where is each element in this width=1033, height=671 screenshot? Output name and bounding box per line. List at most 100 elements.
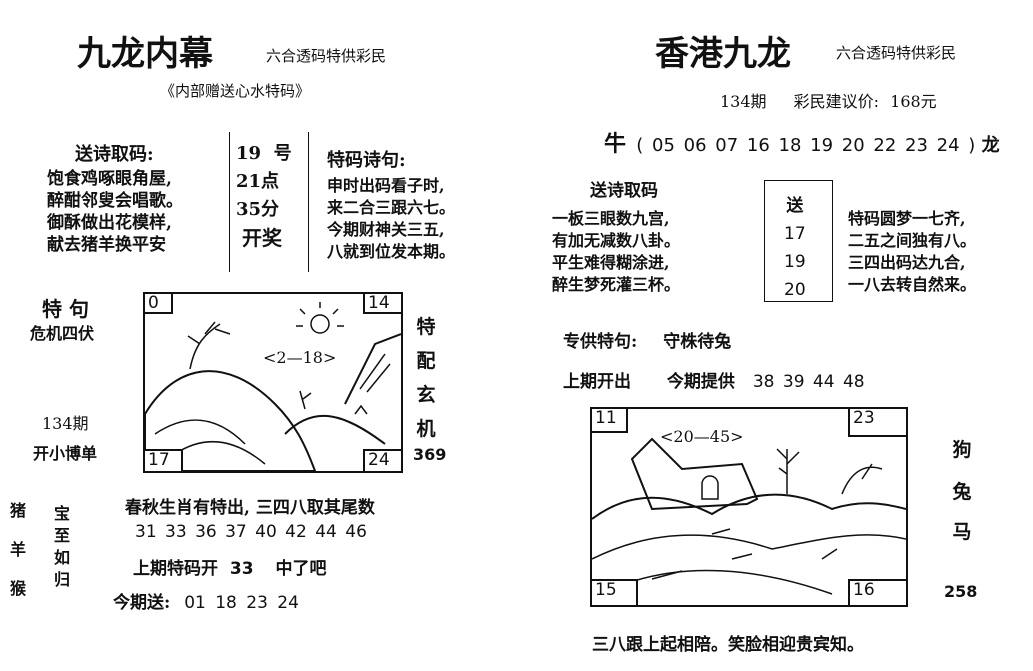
right-poem-line: 一板三眼数九宫, <box>552 209 670 228</box>
left-divider-1 <box>229 132 230 272</box>
left-title: 九龙内幕 <box>77 34 213 74</box>
ox-numbers: ( 05 06 07 16 18 19 20 22 23 24 ) <box>636 135 976 156</box>
draw-info: 19 号 21点 35分 开奖 <box>236 140 292 252</box>
left-picture-frame: 0 14 17 24 <2—18> <box>143 292 403 473</box>
ox-line: 牛 ( 05 06 07 16 18 19 20 22 23 24 ) 龙 <box>604 126 1000 158</box>
bet-note: 开小博单 <box>33 444 98 463</box>
left-slogan: 六合透码特供彩民 <box>266 47 387 65</box>
left-poem-line: 御酥做出花模样, <box>47 213 172 233</box>
right-verse-line: 特码圆梦一七齐, <box>848 209 966 228</box>
left-verse: 申时出码看子时, 来二合三跟六七。 今期财神关三五, 八就到位发本期。 <box>327 175 455 263</box>
left-verse-line: 八就到位发本期。 <box>327 242 456 261</box>
hint-numbers: 31 33 36 37 40 42 44 46 <box>135 522 367 542</box>
right-footer: 三八跟上起相陪。笑脸相迎贵宾知。 <box>592 635 864 655</box>
right-poem-line: 平生难得糊涂进, <box>552 253 670 272</box>
right-poem-line: 醉生梦死灌三杯。 <box>552 275 681 294</box>
right-picture-frame: 11 23 15 16 <20—45> <box>590 407 908 607</box>
treasure-char: 至 <box>53 526 70 545</box>
treasure-char: 如 <box>53 548 70 567</box>
right-picture-range: <20—45> <box>660 427 744 446</box>
left-side-number: 369 <box>413 445 447 464</box>
left-poem-line: 献去猪羊换平安 <box>47 235 166 255</box>
left-side-char: 机 <box>416 418 436 440</box>
right-poem-heading: 送诗取码 <box>590 181 658 201</box>
price: 168元 <box>890 92 937 111</box>
right-side-char: 马 <box>952 521 972 543</box>
last-special-value: 33 <box>229 559 254 579</box>
provide-numbers: 38 39 44 48 <box>752 372 865 392</box>
send-box-label: 送 <box>786 196 804 216</box>
provide-line: 上期开出 今期提供 38 39 44 48 <box>563 367 865 392</box>
last-special: 上期特码开 33 中了吧 <box>133 554 327 579</box>
left-side-char: 玄 <box>416 384 436 406</box>
left-picture-corner-br: 24 <box>363 449 403 473</box>
right-verse-line: 三四出码达九合, <box>848 253 966 272</box>
send-box-number: 19 <box>784 252 806 272</box>
special-phrase-right: 守株待兔 <box>663 332 732 352</box>
draw-number: 19 <box>236 143 262 164</box>
special-line: 专供特句: 守株待兔 <box>563 327 731 352</box>
left-poem-heading: 送诗取码: <box>75 144 154 165</box>
left-verse-line: 申时出码看子时, <box>327 176 445 195</box>
right-title: 香港九龙 <box>655 34 791 74</box>
last-open-label: 上期开出 <box>563 372 631 392</box>
right-issue-line: 134期 彩民建议价: 168元 <box>720 88 937 112</box>
right-verse: 特码圆梦一七齐, 二五之间独有八。 三四出码达九合, 一八去转自然来。 <box>848 208 976 296</box>
left-verse-heading: 特码诗句: <box>327 150 406 171</box>
left-picture-corner-tr: 14 <box>363 292 403 314</box>
right-poem: 一板三眼数九宫, 有加无减数八卦。 平生难得糊涂进, 醉生梦死灌三杯。 <box>552 208 680 296</box>
left-picture-corner-tl: 0 <box>143 292 173 314</box>
left-picture-range: <2—18> <box>263 348 337 367</box>
send-box-number: 17 <box>784 224 806 244</box>
provide-label: 今期提供 <box>666 372 735 392</box>
price-label: 彩民建议价: <box>793 92 880 111</box>
treasure-char: 宝 <box>53 504 70 523</box>
left-verse-line: 来二合三跟六七。 <box>327 198 456 217</box>
right-poem-line: 有加无减数八卦。 <box>552 231 681 250</box>
send-label: 今期送: <box>113 593 171 613</box>
right-picture-corner-bl: 15 <box>590 579 638 607</box>
last-special-suffix: 中了吧 <box>275 559 327 579</box>
animal: 猴 <box>9 579 26 598</box>
left-poem-line: 醉酣邻叟会唱歌。 <box>47 191 183 211</box>
left-picture-corner-bl: 17 <box>143 449 183 473</box>
send-box-number: 20 <box>784 280 806 300</box>
ox-label: 牛 <box>604 131 627 157</box>
right-side-char: 兔 <box>952 481 972 503</box>
right-verse-line: 二五之间独有八。 <box>848 231 977 250</box>
left-poem-line: 饱食鸡啄眼角屋, <box>47 169 172 189</box>
right-slogan: 六合透码特供彩民 <box>836 44 957 62</box>
animal: 羊 <box>9 540 26 559</box>
special-label: 专供特句: <box>563 332 638 352</box>
right-picture-corner-br: 16 <box>848 579 908 607</box>
send-box <box>764 180 833 302</box>
left-divider-2 <box>308 132 309 272</box>
send-column: 送 17 19 20 <box>784 192 806 304</box>
draw-time: 21点 <box>236 171 280 192</box>
draw-minute: 35分 <box>236 199 280 220</box>
treasure-char: 归 <box>53 570 70 589</box>
right-side-char: 狗 <box>952 439 972 461</box>
left-picture <box>145 302 401 471</box>
right-side-number: 258 <box>944 582 978 601</box>
send-line: 今期送: 01 18 23 24 <box>113 588 299 613</box>
left-subtitle: 《内部赠送心水特码》 <box>160 82 311 100</box>
draw-number-unit: 号 <box>273 143 292 164</box>
left-side-char: 配 <box>416 350 436 372</box>
right-picture-corner-tl: 11 <box>590 407 628 433</box>
hint: 春秋生肖有特出, 三四八取其尾数 <box>125 498 375 518</box>
draw-label: 开奖 <box>242 226 282 250</box>
special-phrase: 危机四伏 <box>30 324 95 343</box>
right-issue: 134期 <box>720 92 767 111</box>
left-verse-line: 今期财神关三五, <box>327 220 445 239</box>
dragon-label: 龙 <box>981 135 1000 156</box>
send-numbers: 01 18 23 24 <box>184 593 299 613</box>
right-verse-line: 一八去转自然来。 <box>848 275 977 294</box>
special-phrase-label: 特 句 <box>42 297 89 321</box>
left-poem: 饱食鸡啄眼角屋, 醉酣邻叟会唱歌。 御酥做出花模样, 献去猪羊换平安 <box>47 168 183 256</box>
animal: 猪 <box>9 501 26 520</box>
left-side-char: 特 <box>416 316 436 338</box>
last-special-label: 上期特码开 <box>133 559 218 579</box>
right-picture-corner-tr: 23 <box>848 407 908 437</box>
right-picture <box>592 437 906 595</box>
